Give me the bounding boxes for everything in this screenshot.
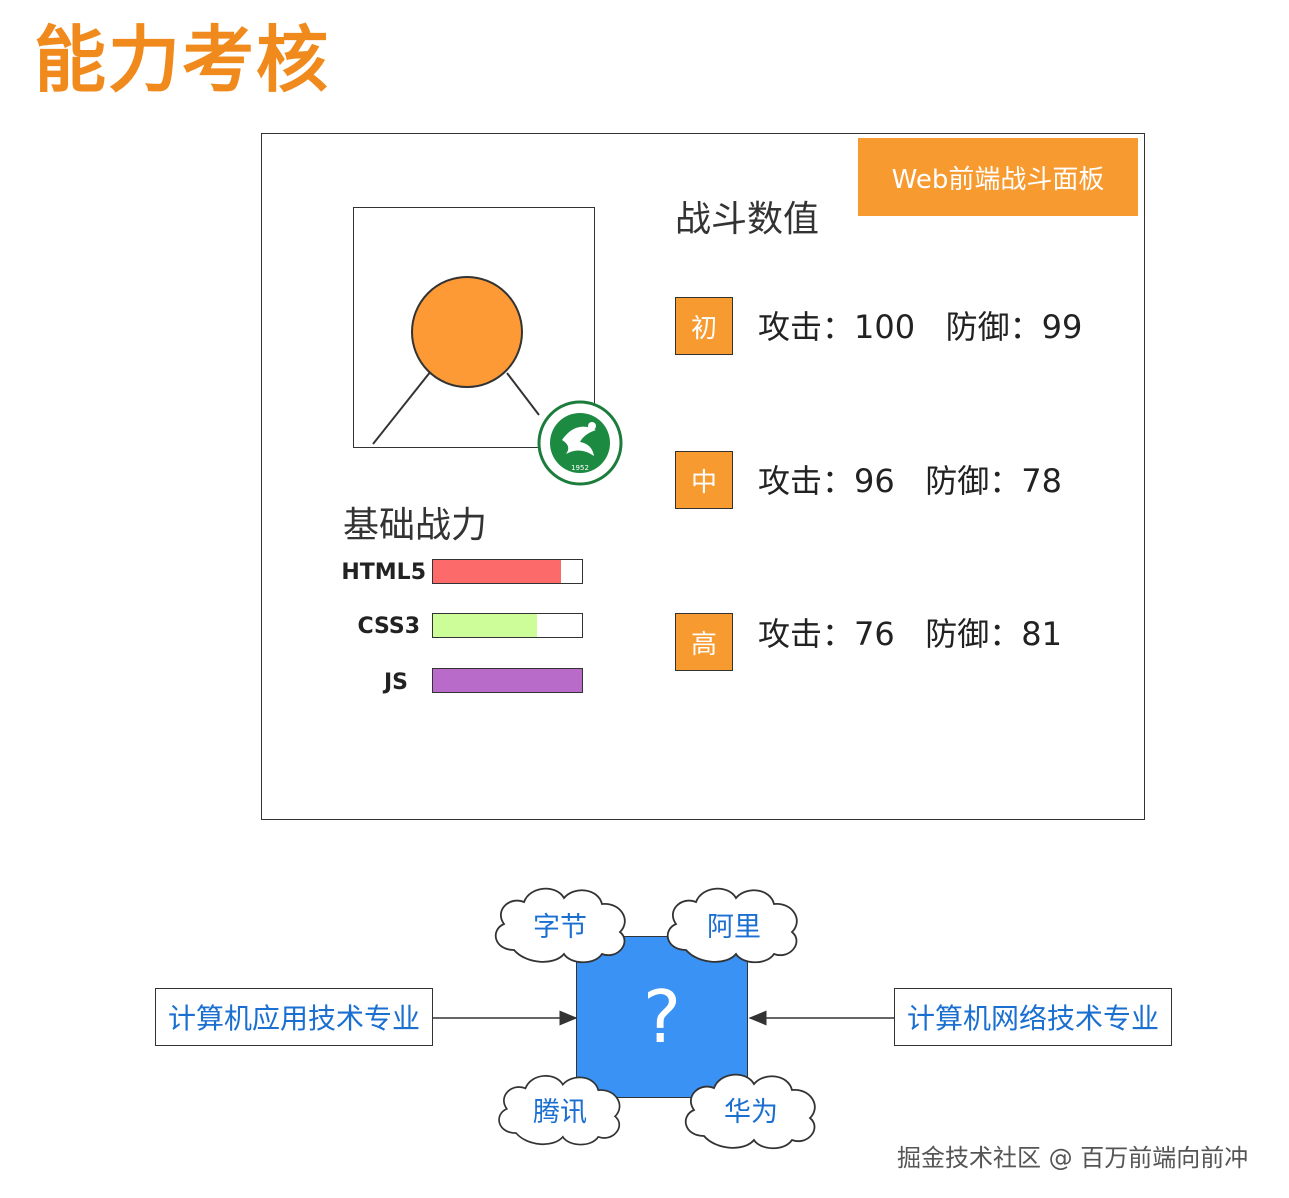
skill-bar-fill — [433, 614, 538, 637]
skill-bar-fill — [433, 560, 562, 583]
skill-label-js: JS — [383, 670, 408, 695]
skill-bar-fill — [433, 669, 582, 692]
company-bytedance: 字节 — [533, 912, 587, 943]
avatar-body-right — [506, 372, 540, 416]
unknown-destination-box: ? — [576, 936, 748, 1098]
skill-label-html5: HTML5 — [341, 560, 426, 585]
page-title: 能力考核 — [34, 18, 331, 102]
cloud-icon — [666, 887, 798, 964]
skill-bar-html5 — [432, 559, 583, 584]
watermark: 掘金技术社区 @ 百万前端向前冲 — [897, 1144, 1249, 1172]
cloud-icon — [494, 887, 626, 964]
level-badge-advanced: 高 — [675, 613, 733, 671]
avatar-body-left — [372, 370, 432, 445]
company-tencent: 腾讯 — [533, 1097, 587, 1128]
diagram-connectors — [432, 1010, 894, 1026]
level-badge-beginner: 初 — [675, 297, 733, 355]
skill-bar-js — [432, 668, 583, 693]
stats-intermediate: 攻击：96 防御：78 — [758, 462, 1062, 500]
skills-heading: 基础战力 — [343, 505, 488, 546]
cloud-icon — [684, 1073, 816, 1150]
cloud-icon — [498, 1075, 621, 1146]
stats-beginner: 攻击：100 防御：99 — [758, 308, 1083, 346]
college-logo-icon: 1952 — [537, 400, 623, 486]
avatar-head — [411, 276, 523, 388]
stats-heading: 战斗数值 — [675, 199, 820, 240]
battle-panel — [261, 133, 1145, 820]
major-computer-network: 计算机网络技术专业 — [894, 988, 1172, 1046]
panel-tag: Web前端战斗面板 — [858, 138, 1138, 216]
avatar-illustration — [372, 276, 540, 445]
skill-label-css3: CSS3 — [357, 614, 420, 639]
stats-advanced: 攻击：76 防御：81 — [758, 615, 1062, 653]
company-alibaba: 阿里 — [707, 912, 761, 943]
svg-text:1952: 1952 — [571, 464, 589, 472]
skill-bar-css3 — [432, 613, 583, 638]
avatar-frame — [353, 207, 595, 448]
company-huawei: 华为 — [724, 1097, 778, 1128]
level-badge-intermediate: 中 — [675, 451, 733, 509]
major-computer-application: 计算机应用技术专业 — [155, 988, 433, 1046]
